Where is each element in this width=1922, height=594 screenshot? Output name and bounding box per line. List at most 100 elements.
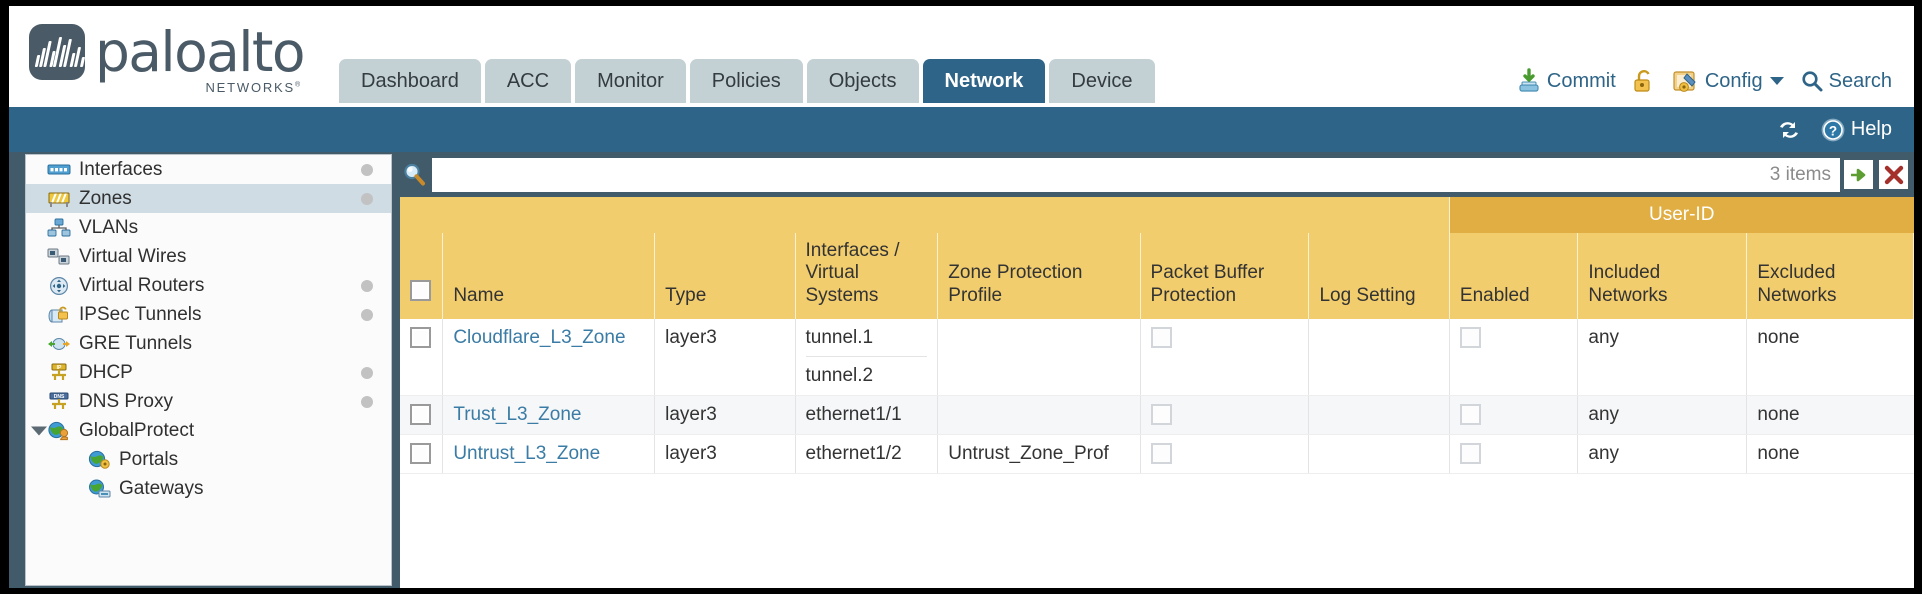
cell-packet-buffer-protection (1140, 319, 1310, 396)
search-field[interactable]: 3 items (432, 157, 1840, 192)
zone-name-link[interactable]: Cloudflare_L3_Zone (453, 327, 626, 348)
sidebar-item-zones[interactable]: Zones (26, 184, 391, 213)
sidebar-item-virtual-wires[interactable]: Virtual Wires (26, 242, 391, 271)
column-header-interfaces[interactable]: Interfaces / Virtual Systems (795, 233, 939, 319)
sidebar-item-globalprotect[interactable]: GlobalProtect (26, 416, 391, 445)
cell-interfaces: ethernet1/2 (795, 434, 939, 474)
row-select-checkbox[interactable] (410, 443, 431, 464)
sidebar-status-dot (361, 192, 373, 205)
tab-objects[interactable]: Objects (806, 59, 919, 103)
cell-name: Trust_L3_Zone (442, 395, 656, 435)
refresh-button[interactable] (1776, 118, 1802, 142)
cell-packet-buffer-protection (1140, 434, 1310, 474)
lock-button[interactable] (1632, 68, 1656, 94)
select-all-checkbox[interactable] (410, 279, 431, 301)
search-icon (1800, 69, 1824, 93)
zones-table-wrapper: User-ID Name Type Interfaces / Virtual S… (400, 197, 1914, 588)
clear-filter-button[interactable] (1879, 160, 1908, 189)
commit-button[interactable]: Commit (1516, 68, 1616, 94)
sidebar-item-label: DNS Proxy (79, 391, 173, 412)
cell-zone-protection-profile (937, 319, 1141, 396)
sidebar-item-portals[interactable]: Portals (26, 445, 391, 474)
sidebar-item-label: GlobalProtect (79, 420, 195, 441)
userid-enabled-checkbox[interactable] (1459, 443, 1481, 464)
sidebar-item-dns-proxy[interactable]: DNS DNS Proxy (26, 387, 391, 416)
search-button[interactable]: Search (1800, 69, 1892, 93)
column-header-log-setting[interactable]: Log Setting (1308, 233, 1450, 319)
sidebar-item-dhcp[interactable]: IP DHCP (26, 358, 391, 387)
sidebar-status-dot (361, 308, 373, 321)
sidebar-item-label: Virtual Wires (79, 246, 187, 267)
row-select-checkbox[interactable] (410, 404, 431, 425)
column-header-included-networks[interactable]: Included Networks (1577, 233, 1748, 319)
tab-dashboard[interactable]: Dashboard (339, 59, 481, 103)
help-button[interactable]: ? Help (1820, 117, 1892, 143)
sidebar-item-label: Gateways (119, 478, 204, 499)
cell-userid-enabled (1449, 434, 1579, 474)
column-header-name[interactable]: Name (442, 233, 656, 319)
sidebar-item-vlans[interactable]: VLANs (26, 213, 391, 242)
sidebar-item-label: Zones (79, 188, 132, 209)
sidebar-status-dot (361, 366, 373, 379)
tab-acc[interactable]: ACC (484, 59, 572, 103)
sidebar-item-virtual-routers[interactable]: Virtual Routers (26, 271, 391, 300)
userid-enabled-checkbox[interactable] (1459, 404, 1481, 425)
tab-network[interactable]: Network (922, 59, 1046, 103)
cell-included-networks: any (1577, 395, 1748, 435)
sidebar-item-gateways[interactable]: Gateways (26, 474, 391, 503)
apply-filter-button[interactable] (1844, 160, 1873, 189)
sidebar-item-gre-tunnels[interactable]: GRE Tunnels (26, 329, 391, 358)
chevron-down-icon[interactable] (1769, 77, 1784, 85)
gateways-icon (86, 478, 112, 500)
config-button[interactable]: Config (1672, 68, 1784, 94)
userid-enabled-checkbox[interactable] (1459, 327, 1481, 348)
sidebar-item-ipsec-tunnels[interactable]: IPSec Tunnels (26, 300, 391, 329)
expand-collapse-icon[interactable] (31, 426, 47, 435)
gre-tunnels-icon (46, 333, 72, 355)
tab-monitor[interactable]: Monitor (575, 59, 686, 103)
column-header-packet-buffer-protection[interactable]: Packet Buffer Protection (1140, 233, 1310, 319)
column-header-type[interactable]: Type (654, 233, 796, 319)
sidebar-item-label: DHCP (79, 362, 133, 383)
packet-buffer-protection-checkbox[interactable] (1150, 443, 1172, 464)
tab-policies[interactable]: Policies (689, 59, 803, 103)
search-icon[interactable] (402, 162, 432, 187)
brand-name: paloalto (95, 20, 306, 84)
sidebar-item-label: Interfaces (79, 159, 163, 180)
select-all-header (400, 233, 444, 319)
config-icon (1672, 68, 1700, 94)
packet-buffer-protection-checkbox[interactable] (1150, 404, 1172, 425)
row-select-checkbox[interactable] (410, 327, 431, 348)
column-header-excluded-networks[interactable]: Excluded Networks (1746, 233, 1914, 319)
cell-log-setting (1308, 434, 1450, 474)
dhcp-icon: IP (46, 362, 72, 384)
table-header-row: Name Type Interfaces / Virtual Systems Z… (400, 233, 1914, 319)
search-input[interactable] (433, 159, 1770, 190)
tab-device[interactable]: Device (1049, 59, 1155, 103)
svg-text:?: ? (1829, 123, 1837, 138)
cell-zone-protection-profile (937, 395, 1141, 435)
sidebar-item-label: Virtual Routers (79, 275, 205, 296)
zone-name-link[interactable]: Untrust_L3_Zone (453, 443, 601, 464)
packet-buffer-protection-checkbox[interactable] (1150, 327, 1172, 348)
dns-proxy-icon: DNS (46, 391, 72, 413)
help-icon: ? (1820, 117, 1846, 143)
column-header-zone-protection-profile[interactable]: Zone Protection Profile (937, 233, 1141, 319)
cell-included-networks: any (1577, 434, 1748, 474)
sidebar-item-interfaces[interactable]: Interfaces (26, 155, 391, 184)
row-select-cell (400, 434, 444, 474)
zones-icon (46, 188, 72, 210)
zones-table: User-ID Name Type Interfaces / Virtual S… (400, 197, 1914, 474)
interface-entry: ethernet1/1 (805, 404, 902, 425)
lock-icon (1632, 68, 1656, 94)
column-header-enabled[interactable]: Enabled (1449, 233, 1579, 319)
brand-subtitle: NETWORKS® (205, 80, 302, 95)
sidebar-status-dot (361, 395, 373, 408)
zone-name-link[interactable]: Trust_L3_Zone (453, 404, 582, 425)
